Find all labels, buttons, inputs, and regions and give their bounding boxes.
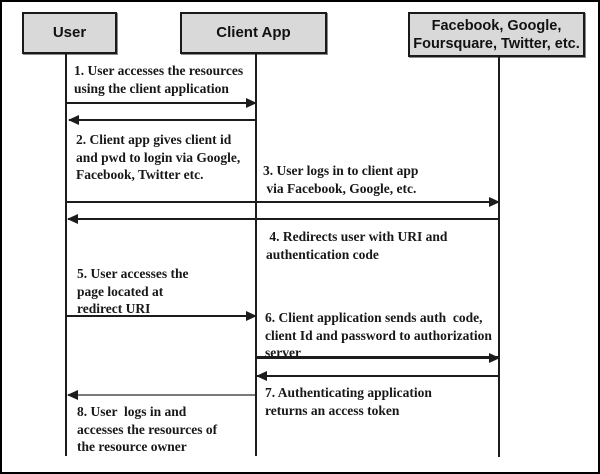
lifeline-user [65,54,67,456]
message-4-arrow [68,218,499,220]
message-1-text: 1. User accesses the resources using the… [74,63,244,96]
message-7-text: 7. Authenticating application returns an… [265,385,432,418]
actor-box-user: User [22,12,117,54]
message-8-text: 8. User logs in and accesses the resourc… [77,404,218,454]
lifeline-client-app [255,54,257,456]
lifeline-auth-providers [498,57,500,457]
message-5-arrow [66,315,256,317]
message-7-arrow [257,375,498,377]
message-1-arrow [66,102,256,104]
message-5-text: 5. User accesses the page located at red… [77,266,189,316]
message-3-arrow [66,201,499,203]
message-4-text: 4. Redirects user with URI and authentic… [266,229,448,262]
message-6-arrow [257,356,499,359]
actor-box-client-app: Client App [180,12,327,54]
message-3-text: 3. User logs in to client app via Facebo… [263,163,419,196]
message-2-arrow [69,119,255,121]
message-8-arrow [68,394,255,396]
actor-box-auth-providers: Facebook, Google, Foursquare, Twitter, e… [408,12,585,57]
message-6-text: 6. Client application sends auth code, c… [265,310,492,360]
actor-client-app-label: Client App [216,24,291,41]
actor-auth-providers-label: Facebook, Google, Foursquare, Twitter, e… [413,17,580,52]
message-2-text: 2. Client app gives client id and pwd to… [76,132,241,182]
actor-user-label: User [52,24,87,41]
